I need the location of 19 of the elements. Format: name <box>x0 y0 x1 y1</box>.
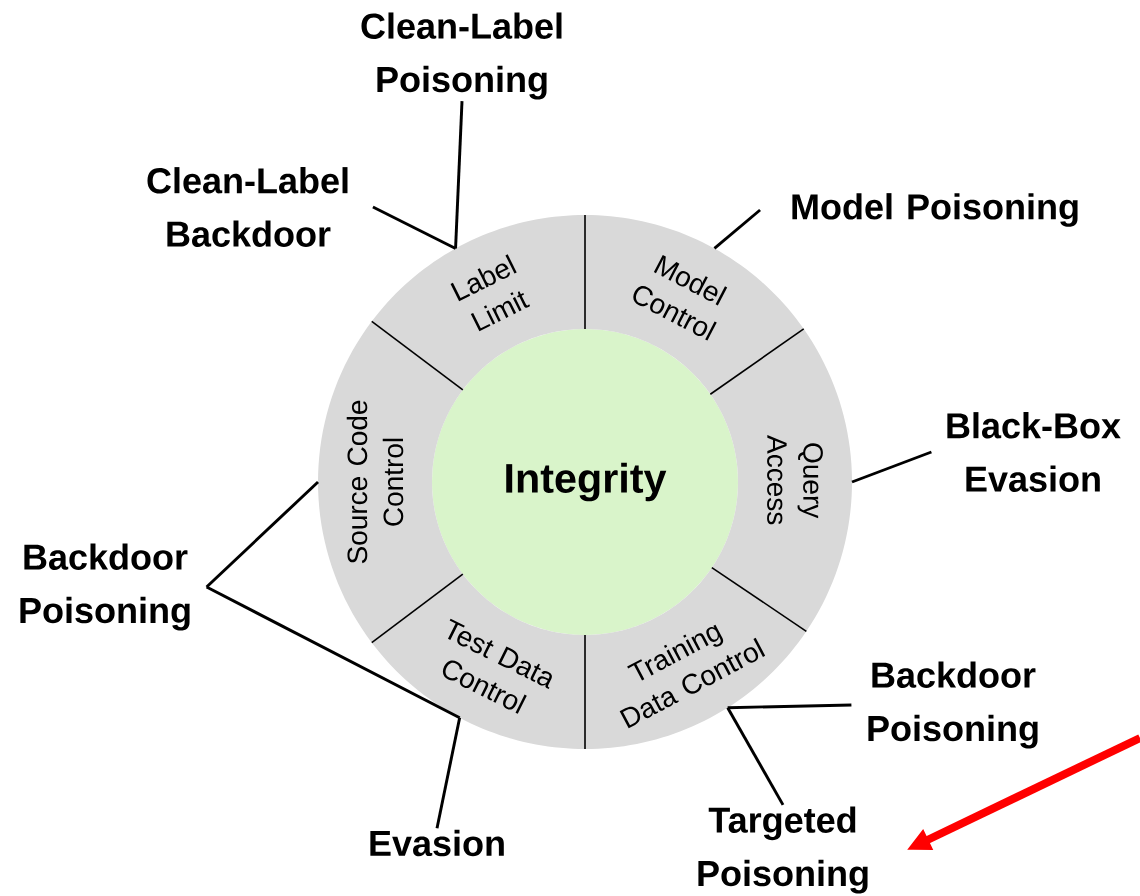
attack-label: Black-Box Evasion <box>947 412 1121 492</box>
attack-label: Targeted Poisoning <box>698 806 868 894</box>
leader-line <box>454 101 464 249</box>
attack-label: Clean-Label Backdoor <box>147 167 348 247</box>
attack-label: Clean-Label Poisoning <box>361 12 562 100</box>
leader-line <box>205 480 319 589</box>
leader-line <box>727 703 852 710</box>
leader-line <box>205 585 461 720</box>
node-label: Source Code Control <box>346 400 404 564</box>
attack-label: Backdoor Poisoning <box>868 661 1038 749</box>
leader-line <box>713 208 761 250</box>
attack-label: Evasion <box>370 829 504 857</box>
leader-line <box>726 706 785 806</box>
node-label: Query Access <box>767 435 823 525</box>
ring-segment: Label Limit <box>371 215 585 390</box>
leader-line <box>435 717 462 829</box>
attack-label: Backdoor Poisoning <box>20 543 190 631</box>
leader-line <box>851 450 932 484</box>
leader-line <box>372 205 457 250</box>
